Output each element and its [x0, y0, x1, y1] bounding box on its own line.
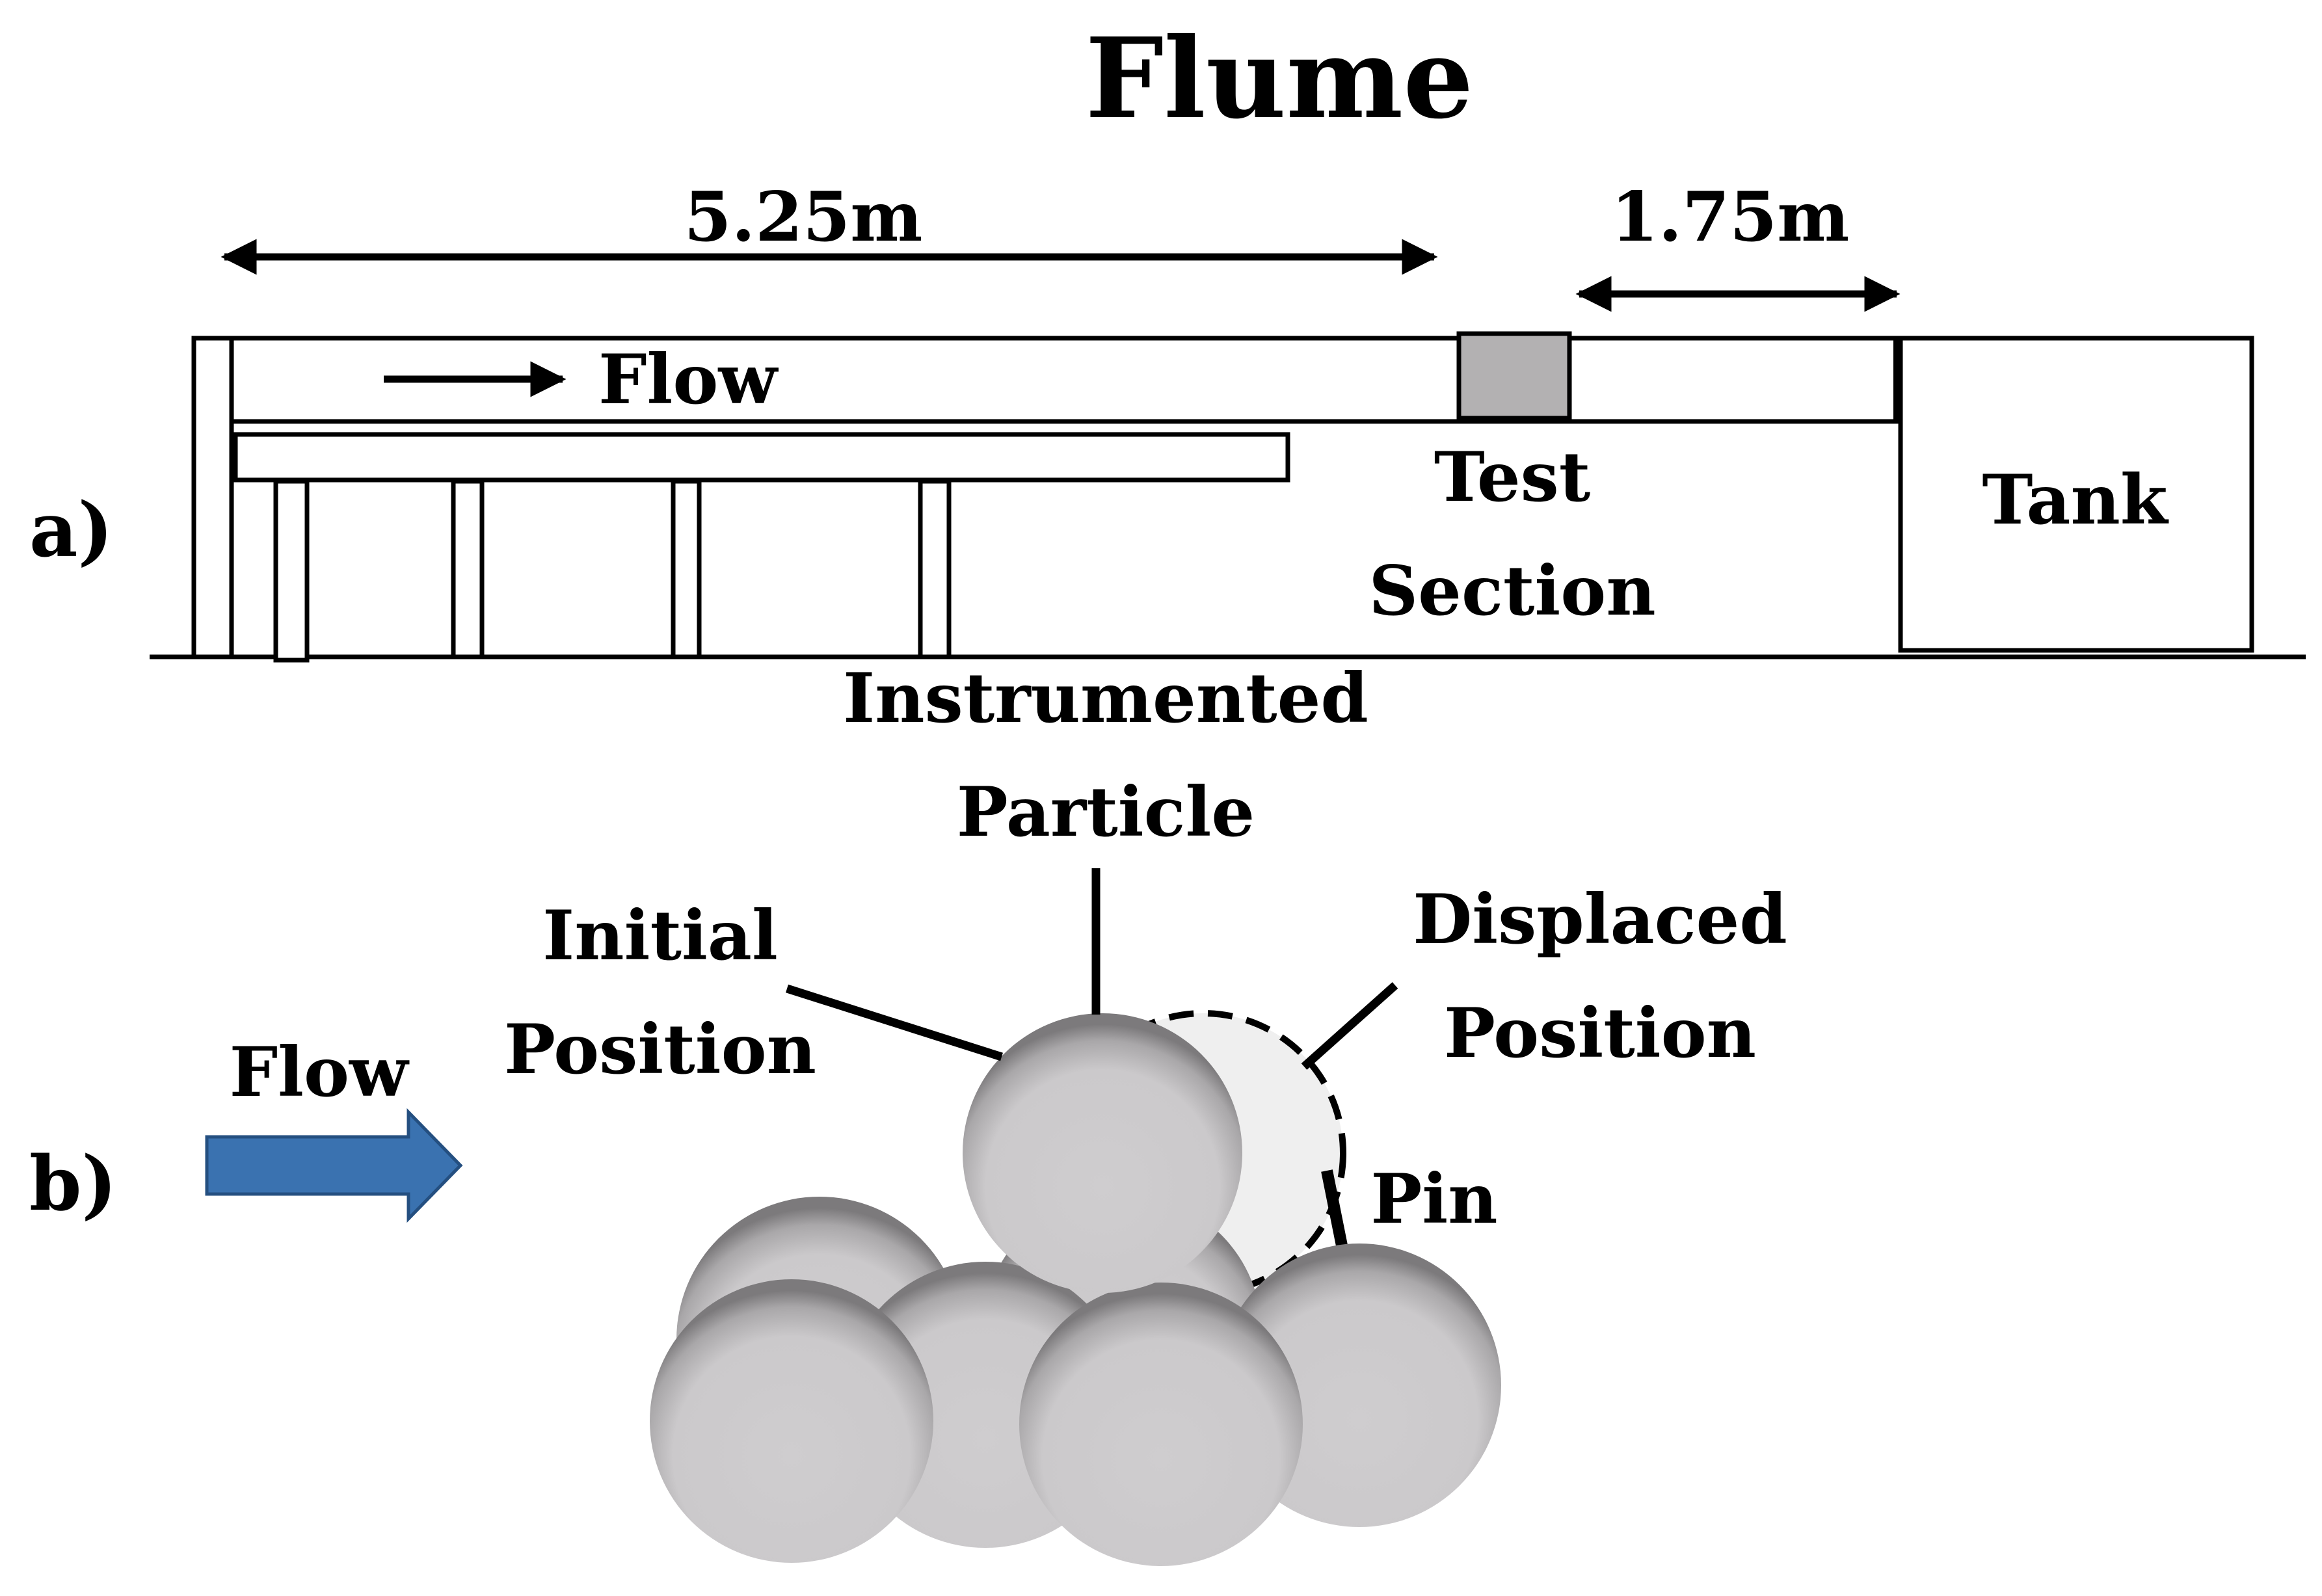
pin-label: Pin [1370, 1158, 1497, 1239]
support-leg [273, 479, 310, 663]
panel-b-label: b) [29, 1140, 117, 1228]
channel-flow-label: Flow [598, 339, 779, 419]
panel-a-label: a) [29, 486, 113, 574]
support-leg [671, 479, 702, 659]
displaced-label-line1: Displaced [1413, 879, 1787, 959]
instrumented-label-line2: Particle [957, 771, 1255, 852]
initial-label-line2: Position [504, 1009, 816, 1089]
pin [1321, 1169, 1349, 1253]
support-leg [451, 479, 485, 659]
dimension-label-5-25m: 5.25m [684, 176, 923, 257]
test-section-label-line1: Test [1434, 436, 1591, 517]
inlet-post [191, 336, 234, 659]
test-section-block [1456, 331, 1572, 421]
panel-a: a) 5.25m 1.75m Flow Test Section Tank [29, 176, 2306, 663]
support-beam [233, 432, 1290, 483]
title: Flume [1086, 14, 1474, 144]
instrumented-label-line1: Instrumented [843, 658, 1368, 738]
initial-leader-line [786, 984, 1003, 1061]
instrumented-particle [963, 1013, 1242, 1293]
test-section-label-line2: Section [1368, 550, 1655, 631]
bed-particle [1019, 1283, 1303, 1566]
bed-flow-arrow [205, 1108, 463, 1223]
dimension-label-1-75m: 1.75m [1611, 176, 1850, 257]
panel-b: b) Flow Instrumented Particle Initial Po… [29, 658, 1787, 1566]
displaced-leader-line [1301, 982, 1398, 1070]
displaced-label-line2: Position [1444, 992, 1756, 1073]
support-leg [918, 479, 952, 659]
tank-label: Tank [1982, 459, 2169, 540]
bed-particle [650, 1279, 933, 1563]
bed-flow-label: Flow [230, 1031, 410, 1112]
initial-label-line1: Initial [542, 895, 778, 976]
tank [1898, 336, 2254, 653]
